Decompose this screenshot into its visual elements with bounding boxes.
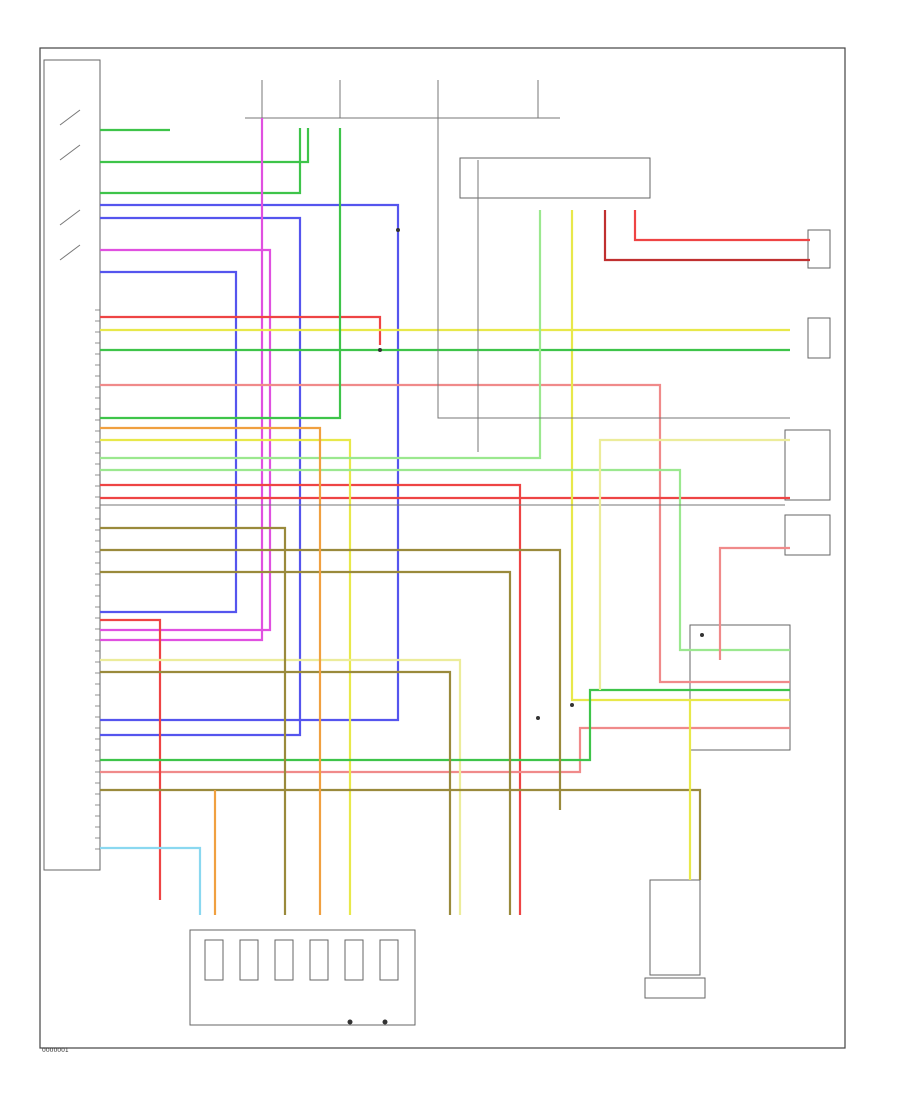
wire-blue-2 [100, 270, 238, 614]
wire-green-5 [100, 128, 342, 420]
wire-red-row-1 [100, 315, 382, 345]
wire-pink-right [718, 546, 790, 660]
wire-red-row-5 [100, 726, 790, 774]
brake-switch-box [784, 514, 831, 556]
solenoid-set [204, 939, 399, 981]
wire-red-right-2 [603, 210, 810, 262]
wire-olive-2 [100, 548, 562, 810]
wire-red-row-6 [100, 618, 162, 900]
wire-yellow-3 [570, 210, 790, 702]
wire-olive-1 [100, 526, 287, 915]
wire-light-blue-1 [100, 846, 202, 915]
top-left-switch [59, 109, 81, 261]
wire-green-6 [100, 210, 542, 460]
throttle-sensor-box [649, 879, 701, 976]
ecm-connector-block [689, 624, 791, 751]
wire-orange-1 [100, 426, 322, 915]
range-switch-box [784, 429, 831, 501]
tcm-connector-block [43, 59, 101, 871]
wire-gray-1 [437, 118, 790, 419]
combination-meter-box [459, 157, 651, 199]
diagram-border [39, 47, 846, 1049]
wire-light-yellow-right [598, 438, 790, 690]
fuse-group [245, 80, 560, 119]
diagram-code: 0000001 [42, 1047, 69, 1054]
speed-sensor-box [807, 317, 831, 359]
wire-red-row-2 [100, 383, 790, 684]
wire-red-right-1 [633, 210, 810, 242]
throttle-sensor-base [644, 977, 706, 999]
wire-blue-1 [100, 203, 400, 722]
wire-green-2 [100, 128, 310, 164]
rear-sensor-box [807, 229, 831, 269]
splice-dots [347, 228, 704, 1025]
wire-yellow-2 [100, 438, 352, 915]
wire-olive-3 [100, 570, 512, 915]
wire-yellow-4 [100, 658, 462, 915]
solenoid-module [189, 929, 416, 1026]
wire-set [100, 118, 810, 915]
pin-label-column [95, 309, 100, 850]
wire-olive-4 [100, 670, 452, 915]
wire-green-8 [100, 468, 790, 652]
wire-blue-3 [100, 216, 302, 737]
wire-green-3 [100, 128, 302, 195]
wire-green-7 [100, 688, 790, 762]
wire-pink-1 [100, 118, 264, 642]
wire-olive-5 [100, 788, 702, 880]
